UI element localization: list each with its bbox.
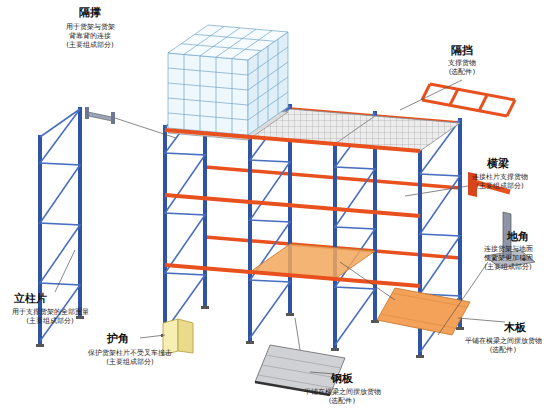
part-name: 钢板: [317, 372, 367, 386]
part-name: 护角: [93, 332, 143, 346]
pallet-load: [168, 25, 288, 140]
part-description: 连接柱片支撑货物: [460, 173, 540, 182]
part-description: 支撑货物: [432, 59, 492, 68]
part-note: (主要组成部分): [465, 182, 535, 191]
part-name: 地角: [493, 230, 543, 244]
part-description: 平铺在横梁之间摆放货物: [456, 337, 550, 346]
part-note: (主要组成部分): [55, 41, 125, 50]
part-description: 用于支撑货架的全部重量: [0, 308, 100, 317]
part-note: (主要组成部分): [473, 263, 543, 272]
part-name: 木板: [490, 321, 540, 335]
front-beams: [165, 130, 420, 286]
part-name: 隔挡: [432, 44, 492, 58]
part-name: 立柱片: [0, 292, 60, 306]
part-note: (选配件): [312, 397, 372, 406]
part-description: 保护货架柱片不受叉车撞击: [75, 349, 185, 358]
part-name: 横梁: [468, 157, 528, 171]
part-note: (选配件): [432, 68, 492, 77]
row-spacer-part: [85, 107, 115, 124]
part-note: (选配件): [473, 346, 533, 355]
part-name: 隔撑: [60, 6, 120, 20]
part-note: (主要组成部分): [95, 358, 165, 367]
part-description: 连接货架与地面 使货架更加稳固: [478, 245, 538, 263]
part-description: 用于货架与货架 背靠背的连接: [60, 23, 120, 41]
wood-board-part: [377, 288, 470, 335]
support-bar-part: [422, 84, 515, 116]
part-description: 平铺在横梁之间摆放货物: [292, 388, 392, 397]
steel-plate-part: [255, 345, 345, 395]
leader-lines: [55, 80, 505, 374]
part-note: (主要组成部分): [15, 317, 85, 326]
